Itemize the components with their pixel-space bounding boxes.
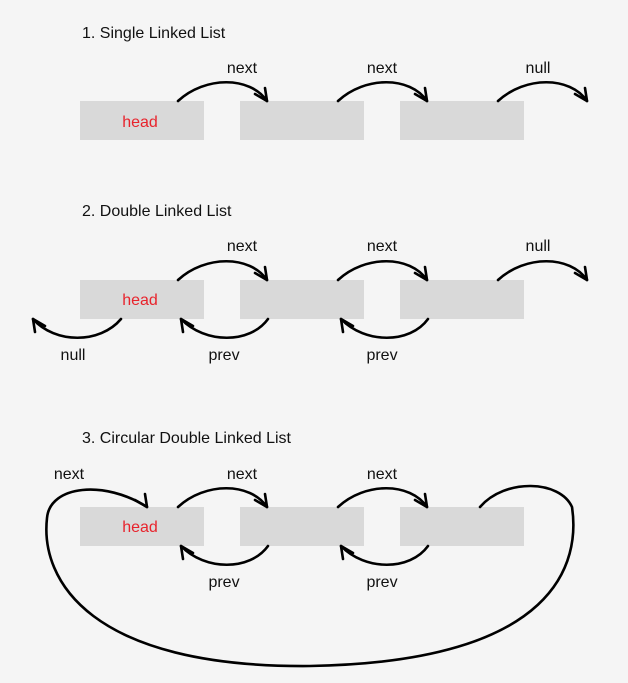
list-node bbox=[240, 507, 364, 546]
next-label: next bbox=[54, 466, 85, 483]
list-node bbox=[400, 280, 524, 319]
arrowhead bbox=[179, 544, 195, 561]
list-node bbox=[240, 280, 364, 319]
null-arrow bbox=[496, 81, 589, 103]
arrowhead bbox=[413, 492, 429, 509]
arrowhead bbox=[413, 265, 429, 282]
section-title: 3. Circular Double Linked List bbox=[82, 430, 292, 447]
list-node bbox=[80, 280, 204, 319]
prev-label: prev bbox=[366, 574, 397, 591]
null-label: null bbox=[526, 238, 551, 255]
arrowhead bbox=[339, 544, 355, 561]
arrowhead bbox=[253, 265, 269, 282]
prev-label: prev bbox=[366, 347, 397, 364]
list-node bbox=[240, 101, 364, 140]
next-label: next bbox=[367, 238, 398, 255]
next-arrow bbox=[176, 81, 269, 103]
list-node bbox=[80, 101, 204, 140]
next-label: next bbox=[227, 466, 258, 483]
prev-arrow bbox=[179, 544, 270, 566]
head-label: head bbox=[122, 114, 158, 131]
next-label: next bbox=[367, 466, 398, 483]
arrowhead bbox=[133, 492, 149, 509]
prev-arrow bbox=[339, 317, 430, 339]
next-arrow bbox=[336, 260, 429, 282]
next-label: next bbox=[227, 60, 258, 77]
section-title: 2. Double Linked List bbox=[82, 203, 232, 220]
arrowhead bbox=[253, 86, 269, 103]
null-label: null bbox=[61, 347, 86, 364]
next-arrow bbox=[336, 487, 429, 509]
arrowhead bbox=[573, 86, 589, 103]
next-label: next bbox=[367, 60, 398, 77]
head-label: head bbox=[122, 519, 158, 536]
arrowhead bbox=[573, 265, 589, 282]
next-arrow bbox=[336, 81, 429, 103]
null-arrow bbox=[496, 260, 589, 282]
next-arrow bbox=[176, 260, 269, 282]
prev-null-arrow bbox=[31, 317, 123, 339]
list-node bbox=[400, 507, 524, 546]
circular-double-linked-list: 3. Circular Double Linked List head next… bbox=[45, 430, 575, 668]
arrowhead bbox=[253, 492, 269, 509]
section-title: 1. Single Linked List bbox=[82, 25, 226, 42]
double-linked-list: 2. Double Linked List head next next nul… bbox=[31, 203, 589, 364]
prev-arrow bbox=[179, 317, 270, 339]
next-arrow bbox=[176, 487, 269, 509]
prev-arrow bbox=[339, 544, 430, 566]
list-node bbox=[400, 101, 524, 140]
null-label: null bbox=[526, 60, 551, 77]
next-label: next bbox=[227, 238, 258, 255]
single-linked-list: 1. Single Linked List head next next nul… bbox=[80, 25, 589, 140]
arrowhead bbox=[179, 317, 195, 334]
head-label: head bbox=[122, 292, 158, 309]
arrowhead bbox=[31, 317, 47, 334]
circular-next-arrow bbox=[45, 484, 575, 668]
arrowhead bbox=[413, 86, 429, 103]
list-node bbox=[80, 507, 204, 546]
arrowhead bbox=[339, 317, 355, 334]
prev-label: prev bbox=[208, 574, 239, 591]
prev-label: prev bbox=[208, 347, 239, 364]
